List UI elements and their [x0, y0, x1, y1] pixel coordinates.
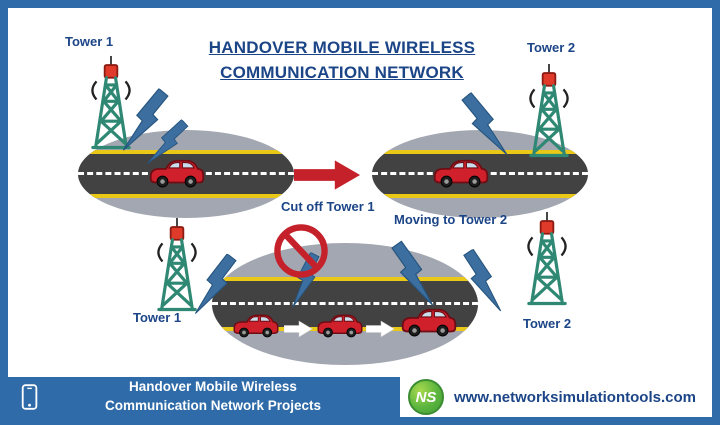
footer-project-line1: Handover Mobile Wireless: [129, 379, 297, 395]
footer-project-banner: Handover Mobile Wireless Communication N…: [8, 377, 400, 417]
no-entry-icon: [272, 222, 330, 280]
footer-project-line2: Communication Network Projects: [104, 398, 322, 413]
coverage-area-handover: [212, 243, 478, 365]
moving-label: Moving to Tower 2: [394, 212, 508, 227]
diagram-title: HANDOVER MOBILE WIRELESS COMMUNICATION N…: [158, 36, 526, 85]
tower1-bottom-label: Tower 1: [133, 310, 182, 325]
movement-arrow-icon: [366, 320, 395, 338]
tower1-top-label: Tower 1: [65, 34, 114, 49]
car-icon: [433, 159, 489, 188]
title-line2: COMMUNICATION NETWORK: [220, 62, 464, 82]
car-icon: [233, 314, 279, 338]
car-icon: [401, 308, 457, 337]
tower2-top-label: Tower 2: [527, 40, 576, 55]
footer-brand: NS www.networksimulationtools.com: [400, 377, 712, 417]
ns-logo: NS: [408, 379, 444, 415]
cell-tower-icon: [528, 62, 570, 158]
cell-tower-icon: [526, 210, 568, 306]
cut-off-label: Cut off Tower 1: [281, 199, 375, 214]
handover-arrow-icon: [294, 160, 361, 190]
title-line1: HANDOVER MOBILE WIRELESS: [208, 38, 476, 57]
footer-project-text: Handover Mobile Wireless Communication N…: [105, 378, 321, 416]
car-icon: [317, 314, 363, 338]
car-icon: [149, 159, 205, 188]
tower2-bottom-label: Tower 2: [523, 316, 572, 331]
movement-arrow-icon: [284, 320, 313, 338]
road-centerline: [212, 302, 478, 305]
smartphone-icon: [21, 384, 38, 410]
footer-bar: Handover Mobile Wireless Communication N…: [8, 377, 712, 417]
website-url: www.networksimulationtools.com: [454, 388, 696, 406]
